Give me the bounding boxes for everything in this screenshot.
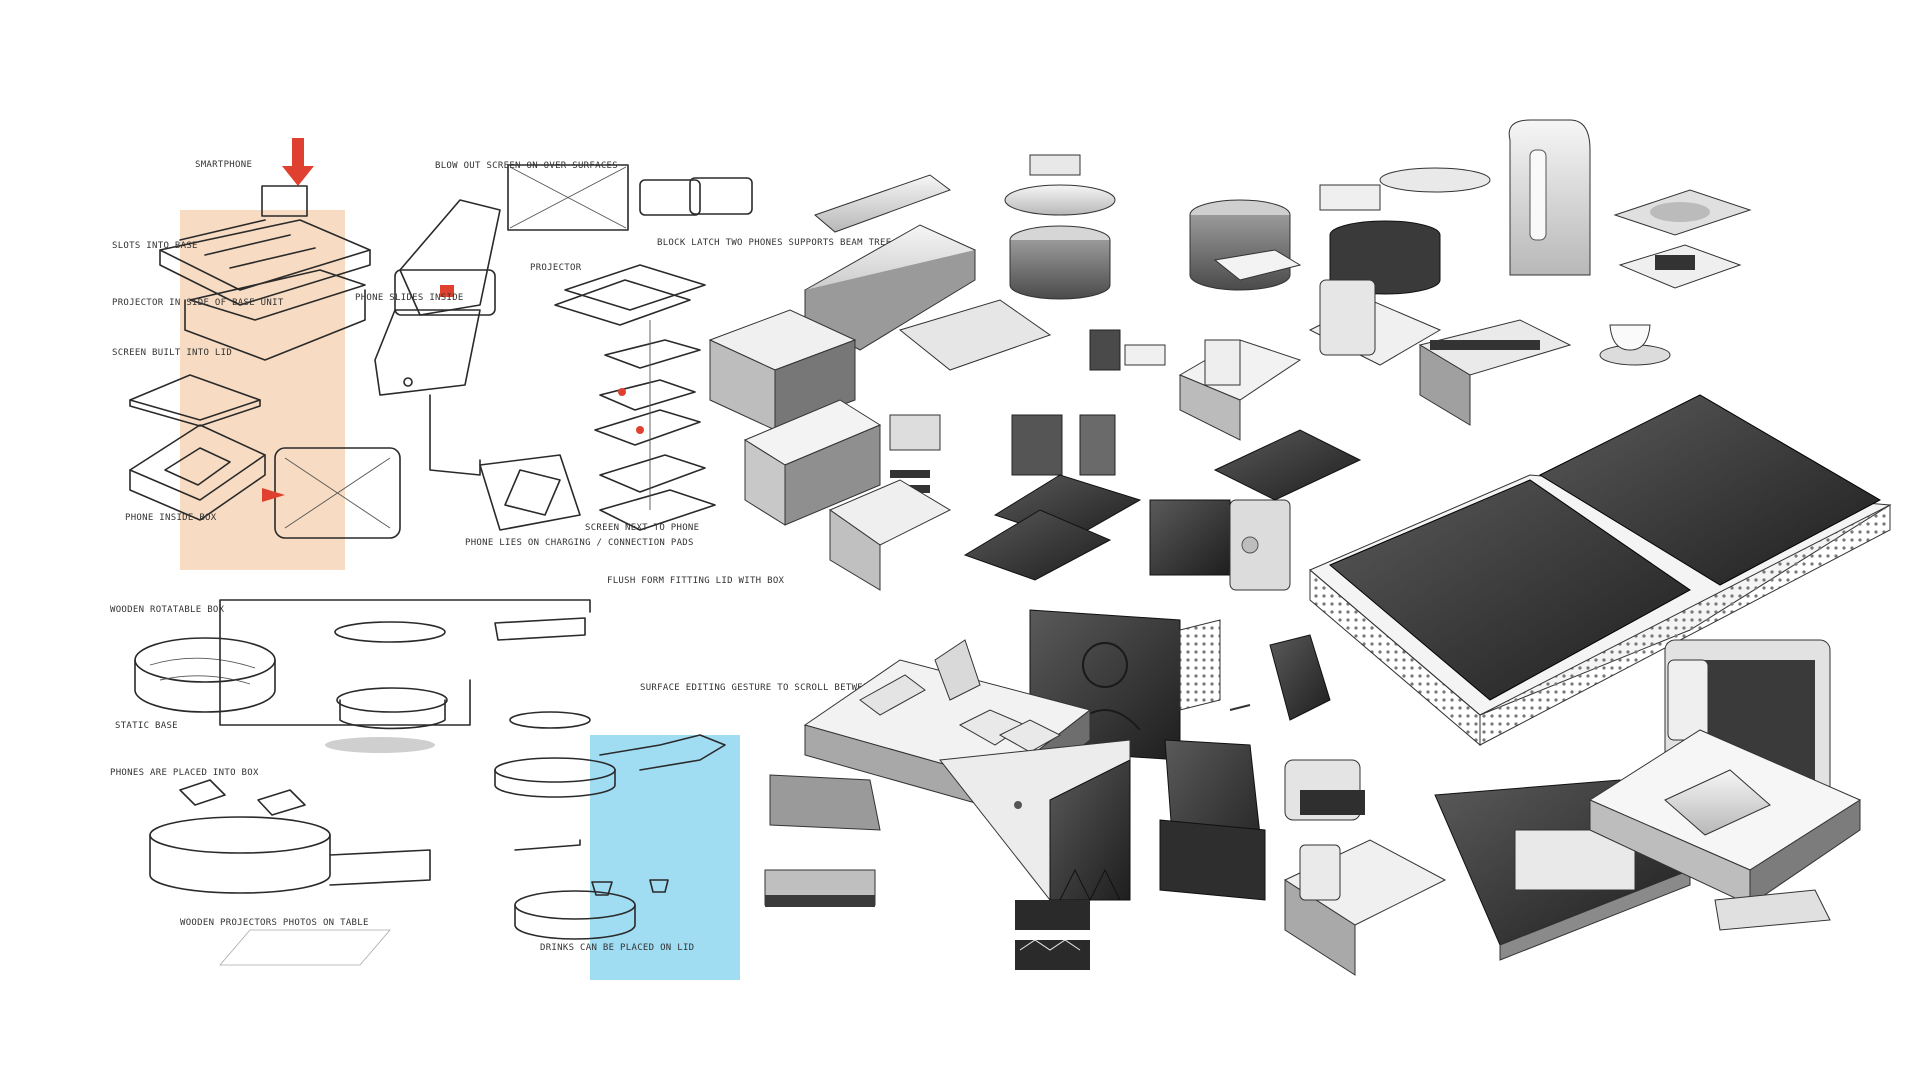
teacup-icon xyxy=(591,879,669,896)
dual-tablet-render xyxy=(1309,394,1892,747)
phone-in-box-sketch xyxy=(129,424,401,539)
note-surface-editing: SURFACE EDITING GESTURE TO SCROLL BETWEE… xyxy=(640,683,915,693)
note-wooden-rotatable-box: WOODEN ROTATABLE BOX xyxy=(110,605,225,615)
note-slots-into-base: SLOTS INTO BASE xyxy=(112,241,198,251)
note-phones-placed-into-box: PHONES ARE PLACED INTO BOX xyxy=(110,768,259,778)
note-phone-inside-box: PHONE INSIDE BOX xyxy=(125,513,217,523)
spiky-block-render xyxy=(939,739,1131,902)
note-wooden-projects-photos: WOODEN PROJECTORS PHOTOS ON TABLE xyxy=(180,918,369,928)
wooden-rotatable-box-sketch xyxy=(134,599,591,753)
phones-into-box-sketch xyxy=(149,779,431,966)
phone-render xyxy=(803,174,1052,371)
slim-parts-render xyxy=(764,774,1090,970)
note-smartphone: SMARTPHONE xyxy=(195,160,252,170)
phone-beam-tree-sketch xyxy=(554,264,716,531)
note-flush-form-fitting-lid: FLUSH FORM FITTING LID WITH BOX xyxy=(607,576,785,586)
tray-pair-render xyxy=(1613,189,1752,289)
projector-phone-sketch xyxy=(374,164,753,531)
kettle-render xyxy=(1508,119,1591,276)
phone-on-tray-render xyxy=(1588,729,1862,906)
note-phone-slides-inside: PHONE SLIDES INSIDE xyxy=(355,293,464,303)
lid-screen-sketch xyxy=(129,374,261,427)
projector-base-sketch xyxy=(184,289,366,361)
note-blow-out-screen: BLOW OUT SCREEN ON OVER SURFACES xyxy=(435,161,618,171)
render-area xyxy=(708,119,1892,976)
sketch-area: SMARTPHONE SLOTS INTO BASE PROJECTOR IN … xyxy=(110,138,915,980)
note-static-base: STATIC BASE xyxy=(115,721,178,731)
rounded-box-render xyxy=(743,399,952,591)
note-projector: PROJECTOR xyxy=(530,263,582,273)
note-phone-lies-on-charging: PHONE LIES ON CHARGING / CONNECTION PADS xyxy=(465,538,694,548)
red-down-arrow-icon xyxy=(282,138,314,186)
cylinder-dock-render xyxy=(1189,167,1491,295)
puck-render xyxy=(1004,154,1116,300)
folded-screen-render xyxy=(1159,634,1331,901)
dark-pad-render xyxy=(963,474,1291,591)
slim-stand-render xyxy=(1714,889,1831,931)
note-projector-in-side: PROJECTOR IN SIDE OF BASE UNIT xyxy=(112,298,284,308)
open-box-render xyxy=(1283,759,1447,976)
teacup-render xyxy=(1599,324,1671,366)
note-screen-built-into-lid: SCREEN BUILT INTO LID xyxy=(112,348,232,358)
phone-docks-render xyxy=(1178,279,1572,501)
note-block-latch: BLOCK LATCH TWO PHONES SUPPORTS BEAM TRE… xyxy=(657,238,891,248)
note-drinks-placed-on-lid: DRINKS CAN BE PLACED ON LID xyxy=(540,943,694,953)
phone-dock-sketch xyxy=(159,185,371,321)
gesture-lid-sketch xyxy=(494,711,726,940)
note-screen-next-to-phone: SCREEN NEXT TO PHONE xyxy=(585,523,699,533)
small-parts-render xyxy=(889,329,1166,493)
